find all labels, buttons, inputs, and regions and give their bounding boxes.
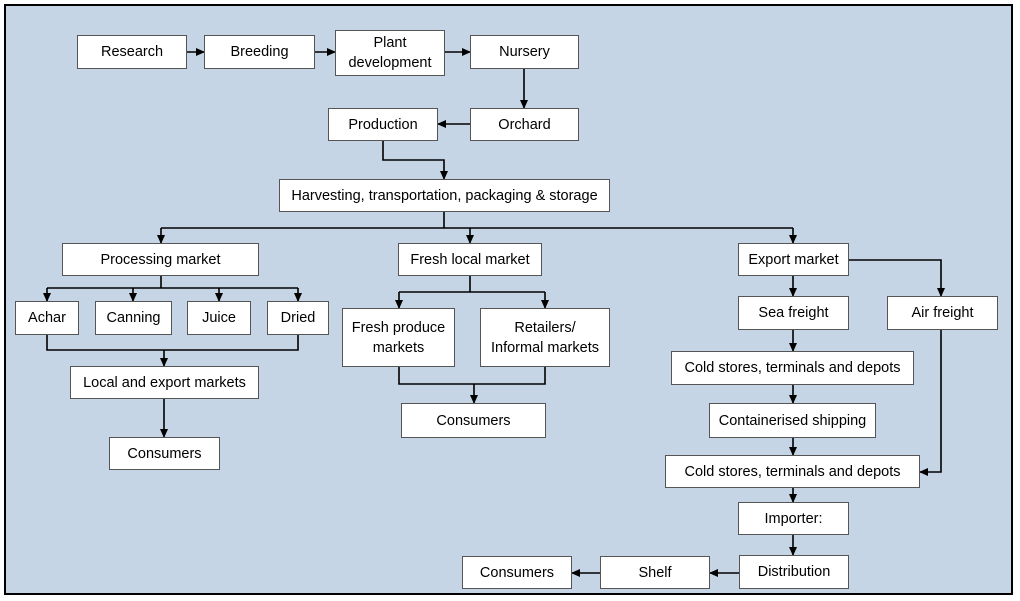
node-consumers-processing: Consumers [109,437,220,470]
node-consumers-local: Consumers [401,403,546,438]
node-air-freight: Air freight [887,296,998,330]
node-export-market: Export market [738,243,849,276]
edge-air-cold2 [919,330,942,476]
node-cold-stores-2: Cold stores, terminals and depots [665,455,920,488]
node-achar: Achar [15,301,79,335]
node-dried: Dried [267,301,329,335]
node-processing-market: Processing market [62,243,259,276]
node-research: Research [77,35,187,69]
node-canning: Canning [95,301,172,335]
node-harvesting: Harvesting, transportation, packaging & … [279,179,610,212]
node-containerised-shipping: Containerised shipping [709,403,876,438]
node-nursery: Nursery [470,35,579,69]
node-production: Production [328,108,438,141]
node-sea-freight: Sea freight [738,296,849,330]
node-plant-development: Plant development [335,30,445,76]
node-consumers-export: Consumers [462,556,572,589]
node-fresh-produce-markets: Fresh produce markets [342,308,455,367]
node-local-export-markets: Local and export markets [70,366,259,399]
edge-fresh-merge [398,367,546,385]
edge-achar-dried-merge [46,335,299,351]
node-retailers: Retailers/ Informal markets [480,308,610,367]
node-breeding: Breeding [204,35,315,69]
node-orchard: Orchard [470,108,579,141]
node-importer: Importer: [738,502,849,535]
node-distribution: Distribution [739,555,849,589]
node-shelf: Shelf [600,556,710,589]
node-cold-stores-1: Cold stores, terminals and depots [671,351,914,385]
node-juice: Juice [187,301,251,335]
node-fresh-local-market: Fresh local market [398,243,542,276]
edge-production-harvesting [382,141,448,180]
edge-export-air [849,259,945,297]
